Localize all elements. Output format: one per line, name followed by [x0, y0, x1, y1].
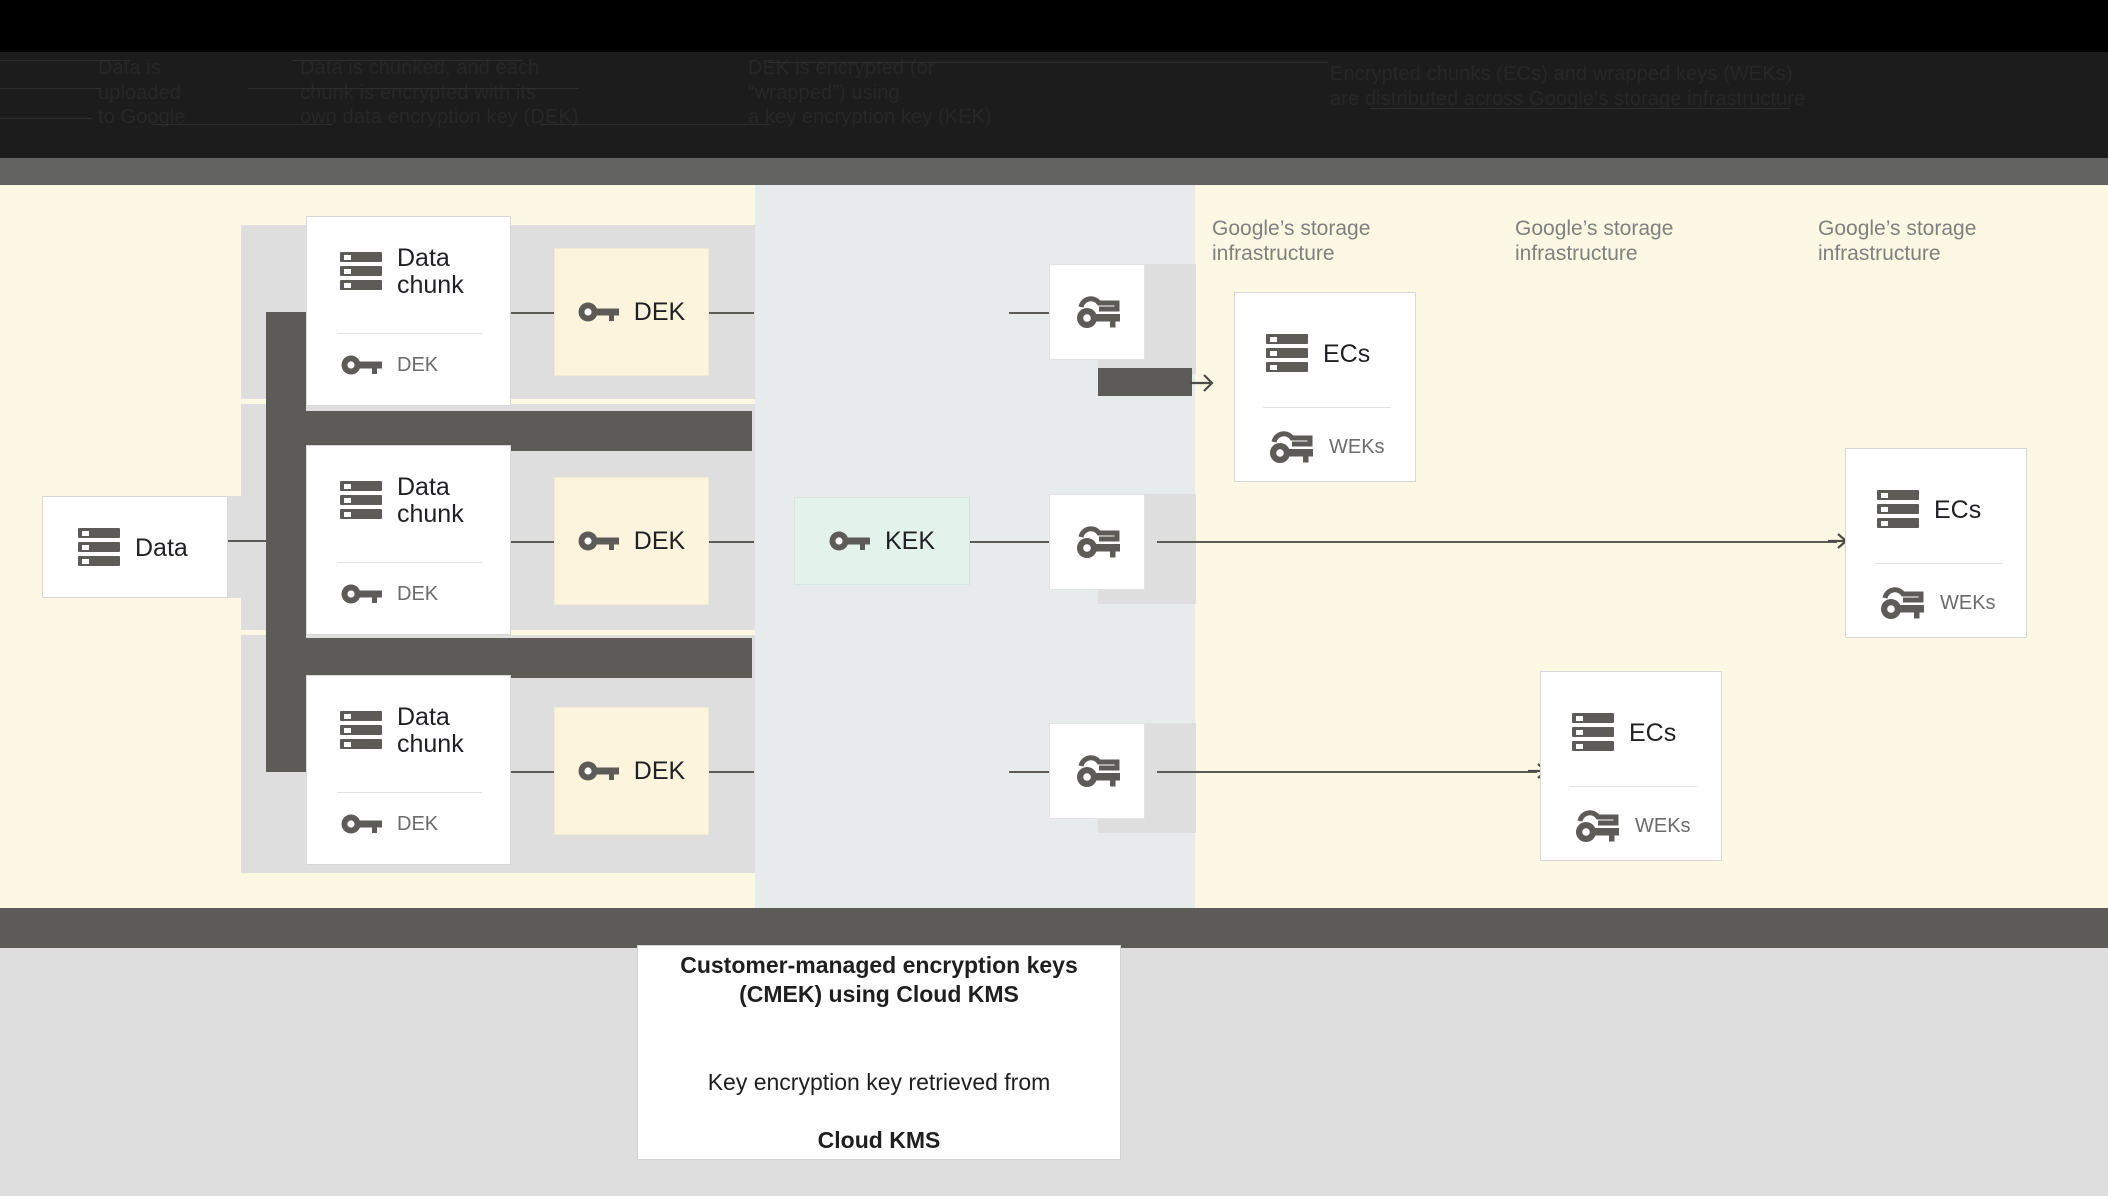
caption-body-line2: Cloud KMS: [817, 1126, 941, 1153]
key-icon: [341, 814, 382, 834]
arrowhead-top-ecs: [1190, 374, 1214, 392]
chunk-3-divider: [337, 792, 482, 793]
header-step-wrap: DEK is encrypted (or “wrapped”) using a …: [748, 57, 992, 128]
connector-to-wek3: [1009, 771, 1049, 773]
key-icon: [341, 584, 382, 604]
tile-wrapped-key-1[interactable]: [1049, 264, 1145, 360]
connector-chunk1-to-dek1: [510, 312, 554, 314]
chip-dek-2[interactable]: DEK: [554, 477, 709, 605]
connector-dek2-out: [708, 541, 754, 543]
connector-wek3-to-ecs-middle: [1157, 771, 1537, 773]
connector-to-wek2: [1009, 541, 1049, 543]
caption-title: Customer-managed encryption keys (CMEK) …: [680, 951, 1078, 1007]
wrapped-key-icon: [1077, 526, 1120, 558]
box-kek[interactable]: KEK: [794, 497, 970, 585]
card-ecs-1[interactable]: ECs WEKs: [1234, 292, 1416, 482]
storage-icon: [340, 481, 382, 519]
connector-kek-to-wek: [968, 541, 1012, 543]
key-icon: [341, 355, 382, 375]
key-icon: [578, 531, 619, 551]
card-data-chunk-2[interactable]: Data chunk DEK: [306, 445, 511, 635]
header-text-band: [0, 52, 2108, 158]
dek-3-label: DEK: [633, 756, 686, 785]
ecs-3-key-label: WEKs: [1940, 592, 1996, 614]
storage-icon: [1877, 490, 1919, 528]
storage-icon: [78, 528, 120, 566]
branch-bar-2: [266, 638, 752, 678]
tile-wrapped-key-3[interactable]: [1049, 723, 1145, 819]
connector-dek1-out: [708, 312, 754, 314]
key-icon: [578, 761, 619, 781]
connector-data-to-chunks: [228, 540, 270, 542]
storage-icon: [1572, 713, 1614, 751]
card-ecs-2[interactable]: ECs WEKs: [1540, 671, 1722, 861]
connector-wek2-to-ecs-right: [1157, 541, 1837, 543]
connector-chunk2-to-dek2: [510, 541, 554, 543]
key-icon: [829, 531, 870, 551]
header-rule: [1370, 108, 1790, 109]
chunk-2-divider: [337, 562, 482, 563]
ecs-3-divider: [1874, 563, 2002, 564]
ecs-2-divider: [1569, 786, 1697, 787]
chunk-1-divider: [337, 333, 482, 334]
wrapped-key-icon: [1576, 810, 1619, 842]
footer-caption-box: Customer-managed encryption keys (CMEK) …: [637, 945, 1121, 1160]
kek-label: KEK: [884, 526, 936, 555]
ecs-2-key-label: WEKs: [1635, 815, 1691, 837]
card-data-chunk-1[interactable]: Data chunk DEK: [306, 216, 511, 406]
header-gray-divider: [0, 158, 2108, 185]
header-step-chunk: Data is chunked, and each chunk is encry…: [300, 57, 579, 128]
connector-chunk3-to-dek3: [510, 771, 554, 773]
header-rule: [768, 62, 1328, 63]
header-rule: [0, 118, 92, 119]
header-rule: [248, 88, 578, 89]
storage-label-2: Google’s storage infrastructure: [1515, 217, 1674, 265]
wrapped-key-icon: [1881, 587, 1924, 619]
card-source-data[interactable]: Data: [42, 496, 228, 598]
chunk-3-key-label: DEK: [397, 813, 439, 835]
card-data-chunk-3[interactable]: Data chunk DEK: [306, 675, 511, 865]
caption-body-line1: Key encryption key retrieved from: [707, 1068, 1051, 1095]
footer-dark-bar: [0, 908, 2108, 948]
dek-1-label: DEK: [633, 297, 686, 326]
header-rule: [0, 60, 130, 61]
chunk-1-key-label: DEK: [397, 354, 439, 376]
chunk-2-title: Data chunk: [397, 473, 464, 528]
header-rule: [292, 60, 522, 61]
tile-wrapped-key-2[interactable]: [1049, 494, 1145, 590]
ecs-3-title: ECs: [1934, 495, 1982, 524]
storage-icon: [340, 252, 382, 290]
branch-bar-1: [266, 411, 752, 451]
chunk-2-key-label: DEK: [397, 583, 439, 605]
ecs-1-key-label: WEKs: [1329, 436, 1385, 458]
wrapped-key-icon: [1270, 431, 1313, 463]
ecs-2-title: ECs: [1629, 718, 1677, 747]
card-ecs-3[interactable]: ECs WEKs: [1845, 448, 2027, 638]
header-step-upload: Data is uploaded to Google: [98, 57, 186, 128]
ecs-1-title: ECs: [1323, 339, 1371, 368]
connector-dek3-out: [708, 771, 754, 773]
caption-body: Key encryption key retrieved from Cloud …: [708, 1039, 1051, 1155]
storage-icon: [1266, 334, 1308, 372]
chunk-1-title: Data chunk: [397, 244, 464, 299]
storage-label-3: Google’s storage infrastructure: [1818, 217, 1977, 265]
storage-label-1: Google’s storage infrastructure: [1212, 217, 1371, 265]
wrapped-key-icon: [1077, 296, 1120, 328]
header-step-distribute: Encrypted chunks (ECs) and wrapped keys …: [1330, 63, 1806, 110]
storage-icon: [340, 711, 382, 749]
header-rule: [152, 124, 332, 125]
chip-dek-3[interactable]: DEK: [554, 707, 709, 835]
wrapped-key-icon: [1077, 755, 1120, 787]
branch-bar-wek-1: [1098, 368, 1192, 396]
header-rule: [0, 88, 100, 89]
trunk-bar-vertical: [266, 312, 306, 772]
header-rule: [540, 124, 770, 125]
key-icon: [578, 302, 619, 322]
ecs-1-divider: [1263, 407, 1391, 408]
connector-to-wek1: [1009, 312, 1049, 314]
chip-dek-1[interactable]: DEK: [554, 248, 709, 376]
source-data-label: Data: [135, 533, 188, 562]
dek-2-label: DEK: [633, 526, 686, 555]
chunk-3-title: Data chunk: [397, 703, 464, 758]
